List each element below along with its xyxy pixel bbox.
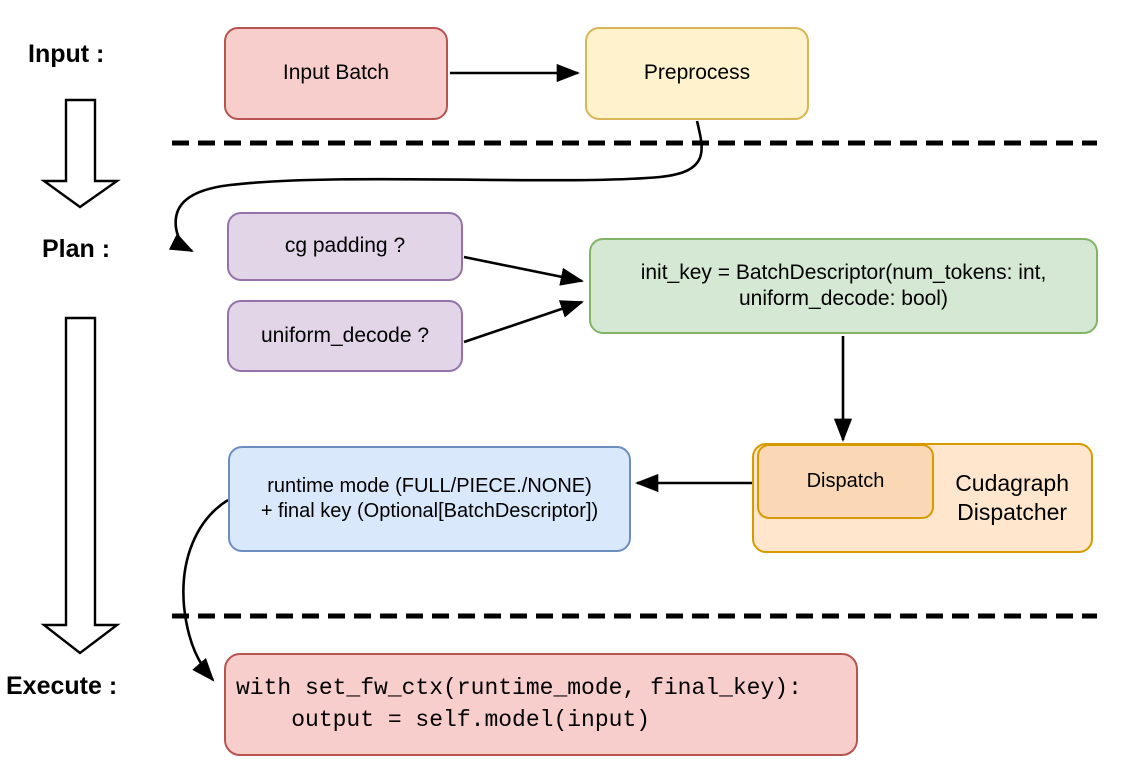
node-cg-padding[interactable]: cg padding ? xyxy=(227,212,463,281)
node-cudagraph-dispatcher-text: Cudagraph Dispatcher xyxy=(955,469,1069,527)
plan-to-execute-arrow xyxy=(40,316,121,655)
node-runtime-mode[interactable]: runtime mode (FULL/PIECE./NONE) + final … xyxy=(228,446,631,552)
execute-code-line1: with set_fw_ctx(runtime_mode, final_key)… xyxy=(236,675,802,702)
cg-padding-to-init-key-connector xyxy=(463,255,585,286)
runtime-mode-to-execute-code-connector xyxy=(182,498,229,682)
node-execute-code[interactable]: with set_fw_ctx(runtime_mode, final_key)… xyxy=(224,653,858,756)
node-cudagraph-dispatcher-line1: Cudagraph xyxy=(955,470,1069,497)
node-preprocess[interactable]: Preprocess xyxy=(585,27,809,120)
node-dispatch-label: Dispatch xyxy=(806,470,885,492)
node-cudagraph-dispatcher-line2: Dispatcher xyxy=(957,499,1068,525)
node-init-key[interactable]: init_key = BatchDescriptor(num_tokens: i… xyxy=(589,238,1098,334)
stage-label-input: Input : xyxy=(28,40,105,68)
node-cg-padding-label: cg padding ? xyxy=(284,234,406,258)
node-init-key-line1: init_key = BatchDescriptor(num_tokens: i… xyxy=(640,260,1047,284)
node-uniform-decode[interactable]: uniform_decode ? xyxy=(227,300,463,372)
node-uniform-decode-label: uniform_decode ? xyxy=(260,323,430,347)
uniform-decode-to-init-key-connector xyxy=(463,300,584,344)
node-runtime-mode-line2: + final key (Optional[BatchDescriptor]) xyxy=(260,500,599,522)
stage-label-execute: Execute : xyxy=(6,672,118,700)
execute-code-line2: output = self.model(input) xyxy=(236,706,651,733)
node-input-batch[interactable]: Input Batch xyxy=(224,27,448,120)
node-runtime-mode-text: runtime mode (FULL/PIECE./NONE) + final … xyxy=(261,474,598,524)
execute-code-text: with set_fw_ctx(runtime_mode, final_key)… xyxy=(236,673,802,735)
node-init-key-text: init_key = BatchDescriptor(num_tokens: i… xyxy=(641,260,1047,313)
node-preprocess-label: Preprocess xyxy=(643,61,751,85)
stage-label-plan: Plan : xyxy=(42,235,111,263)
node-init-key-line2: uniform_decode: bool) xyxy=(739,287,948,310)
node-runtime-mode-line1: runtime mode (FULL/PIECE./NONE) xyxy=(267,475,592,497)
input-to-plan-arrow xyxy=(40,98,121,209)
node-dispatch[interactable]: Dispatch xyxy=(757,444,934,519)
node-input-batch-label: Input Batch xyxy=(282,61,390,85)
